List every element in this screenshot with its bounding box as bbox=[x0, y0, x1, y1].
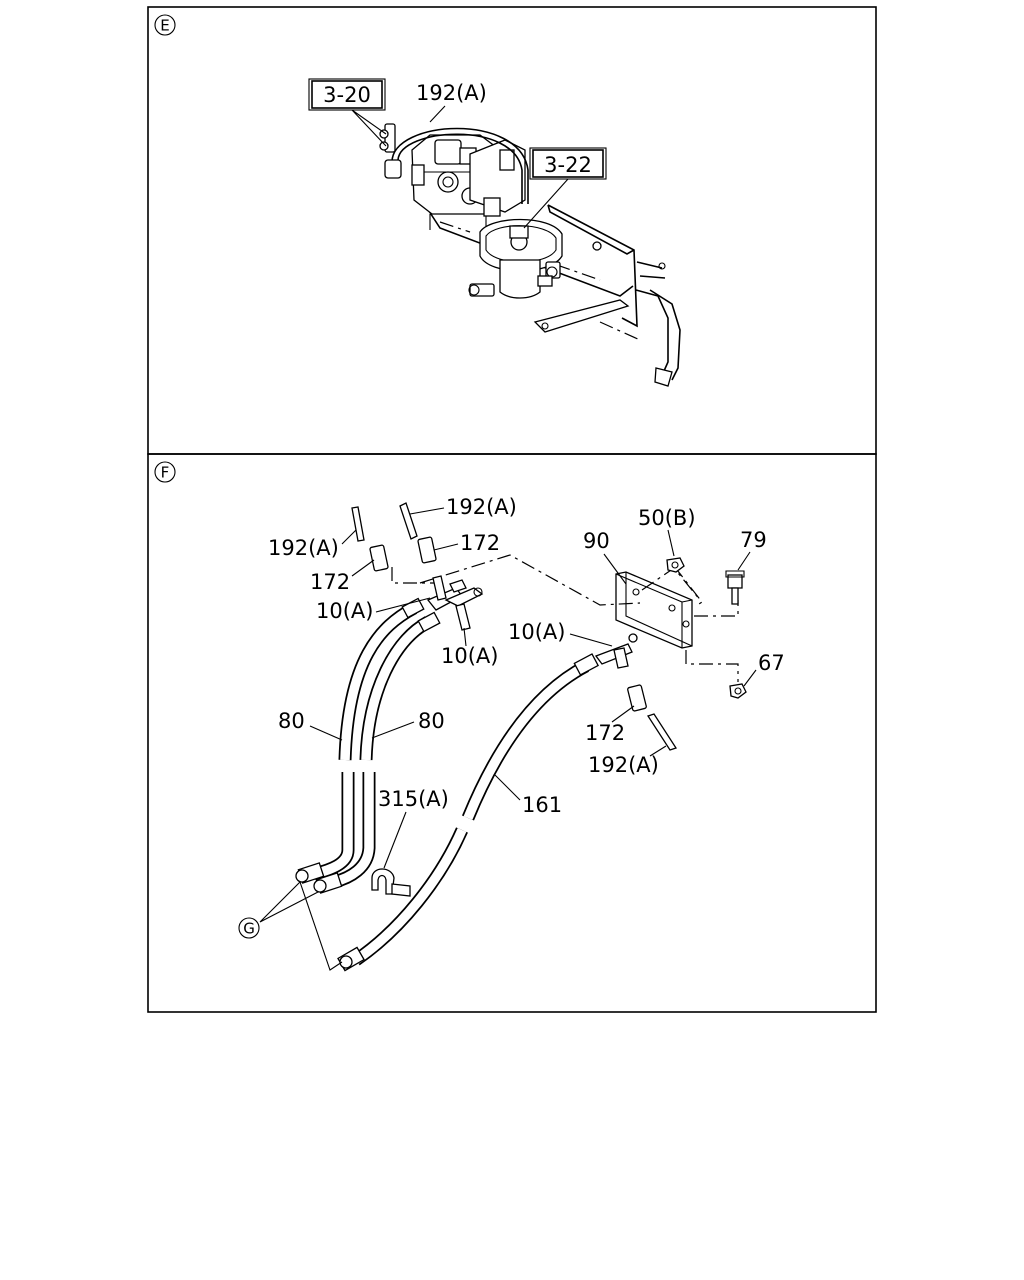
tee-fittings-upper bbox=[426, 575, 484, 631]
f-10a-center-label: 10(A) bbox=[441, 644, 498, 668]
e-192a-label: 192(A) bbox=[416, 81, 487, 105]
callout-3-20: 3-20 bbox=[308, 78, 387, 147]
f-172-right-label: 172 bbox=[460, 531, 500, 555]
clip-315a bbox=[371, 868, 411, 897]
pipe-192a-left bbox=[351, 506, 389, 572]
ref-3-20-label: 3-20 bbox=[323, 83, 371, 107]
f-10a-right-label: 10(A) bbox=[508, 620, 565, 644]
f-10a-left-label: 10(A) bbox=[316, 599, 373, 623]
callouts-f: 192(A) 192(A) 172 172 10(A) 10(A) 10(A) … bbox=[268, 495, 785, 869]
view-g-marker: G bbox=[238, 917, 260, 939]
view-g-letter: G bbox=[243, 920, 255, 938]
panel-e-view-id: E bbox=[154, 14, 176, 36]
f-50b-label: 50(B) bbox=[638, 506, 696, 530]
ref-3-22-label: 3-22 bbox=[544, 153, 592, 177]
tee-fitting-right bbox=[594, 633, 678, 751]
callout-3-22: 3-22 bbox=[523, 147, 607, 229]
pipe-192a-right bbox=[399, 502, 437, 564]
f-192a-left-label: 192(A) bbox=[268, 536, 339, 560]
f-192a-lower-label: 192(A) bbox=[588, 753, 659, 777]
panel-f-frame bbox=[147, 453, 877, 1013]
f-161-label: 161 bbox=[522, 793, 562, 817]
bracket-90 bbox=[615, 571, 693, 649]
panel-f-view-id: F bbox=[154, 461, 176, 483]
f-80-left-label: 80 bbox=[278, 709, 305, 733]
f-192a-top-right-label: 192(A) bbox=[446, 495, 517, 519]
callout-e-192a: 192(A) bbox=[416, 81, 487, 123]
view-g-leaders bbox=[259, 881, 343, 971]
hose-161 bbox=[337, 653, 599, 972]
f-79-label: 79 bbox=[740, 528, 767, 552]
bolt-79 bbox=[725, 570, 745, 605]
nut-67 bbox=[729, 683, 747, 699]
valve-assembly-illustration bbox=[379, 123, 681, 387]
hoses-80 bbox=[295, 597, 441, 894]
f-315a-label: 315(A) bbox=[378, 787, 449, 811]
f-80-right-label: 80 bbox=[418, 709, 445, 733]
panel-e-view-letter: E bbox=[160, 17, 169, 35]
panel-f-view-letter: F bbox=[161, 464, 170, 482]
f-172-left-label: 172 bbox=[310, 570, 350, 594]
f-67-label: 67 bbox=[758, 651, 785, 675]
nut-50b bbox=[666, 557, 685, 573]
f-90-label: 90 bbox=[583, 529, 610, 553]
f-172-lower-label: 172 bbox=[585, 721, 625, 745]
